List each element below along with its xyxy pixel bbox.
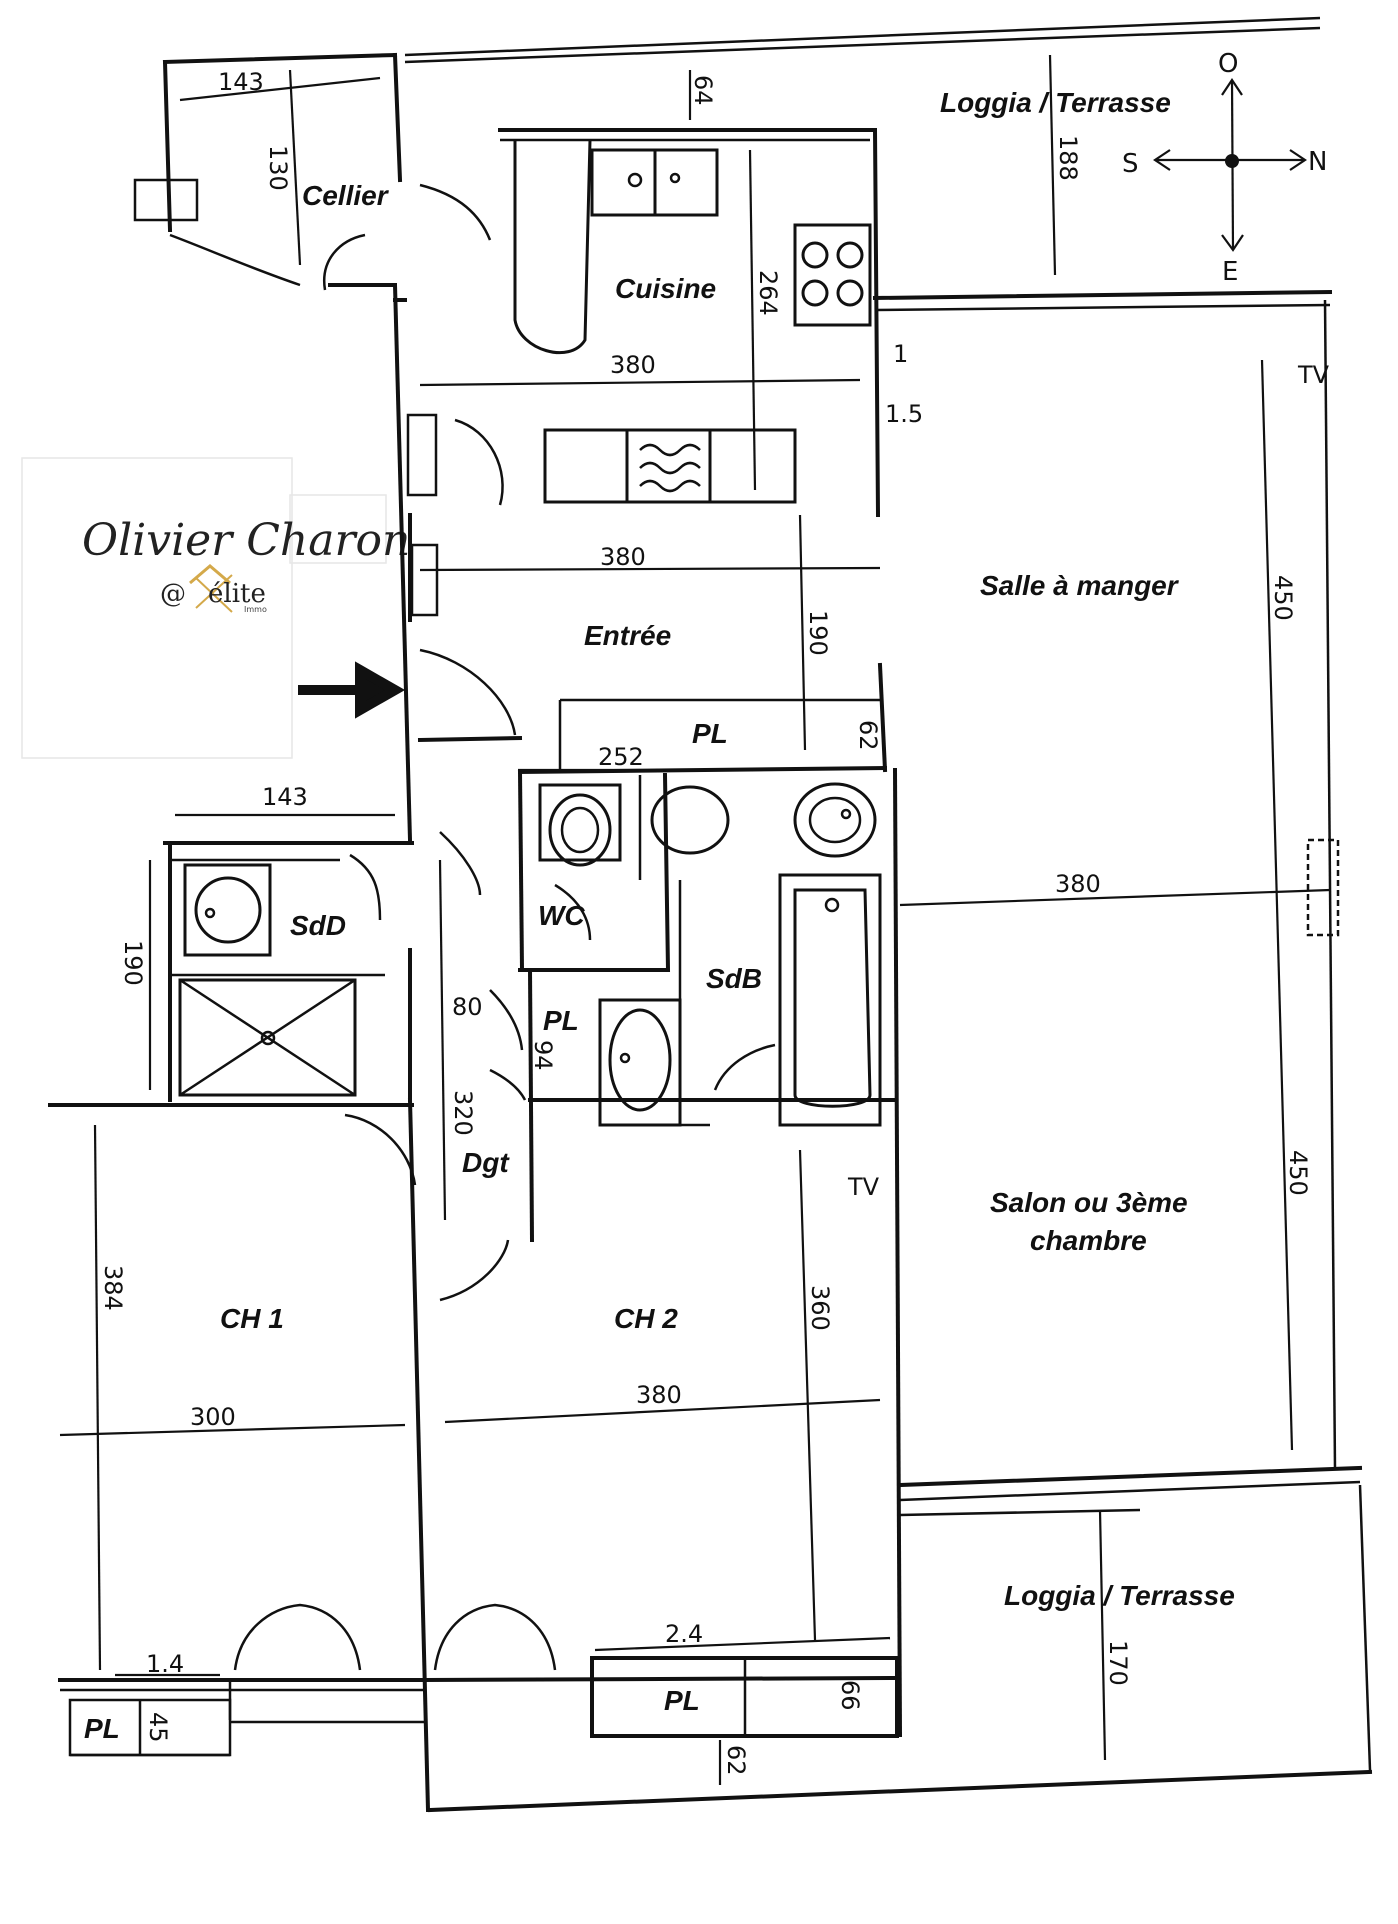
room-label-cuisine: Cuisine: [615, 273, 716, 304]
dim-loggia-top-gap: 64: [689, 75, 717, 106]
entry-arrow-icon: [298, 661, 406, 719]
room-label-cellier: Cellier: [302, 180, 390, 211]
room-label-ch2: CH 2: [614, 1303, 678, 1334]
dim-cuisine-width: 380: [610, 351, 656, 379]
dim-loggia-bottom-depth: 170: [1104, 1640, 1132, 1686]
compass-south-label: S: [1122, 149, 1139, 179]
logo-brand-sub: Immo: [244, 605, 267, 614]
room-label-ch1: CH 1: [220, 1303, 284, 1334]
outlet-labels: TV TV: [847, 361, 1340, 1201]
dim-ch1-pl-width: 1.4: [146, 1650, 184, 1678]
dim-ch2-width: 380: [636, 1381, 682, 1409]
logo-brand-prefix: @: [160, 579, 186, 609]
room-label-entree: Entrée: [584, 620, 671, 651]
dim-pl-entree-width: 252: [598, 743, 644, 771]
bathroom-fixtures: [178, 782, 882, 1127]
dim-ch1-pl-depth: 45: [144, 1712, 172, 1743]
tv-outlet-label-1: TV: [1297, 361, 1330, 389]
dim-ch1-depth: 384: [99, 1265, 127, 1311]
compass-east-label: E: [1222, 257, 1238, 287]
compass: N S E O: [1122, 49, 1327, 287]
sdd-sink: [183, 863, 272, 957]
room-label-dgt: Dgt: [462, 1147, 510, 1178]
walls: [48, 16, 1373, 1813]
dim-loggia-bottom-gap: 62: [722, 1745, 750, 1776]
room-labels: Loggia / Terrasse Cellier Cuisine Salle …: [84, 87, 1235, 1744]
dim-salon-width: 380: [1055, 870, 1101, 898]
dim-cuisine-small-2: 1.5: [885, 400, 923, 428]
bathtub: [778, 873, 882, 1127]
dim-entree-width: 380: [600, 543, 646, 571]
room-label-pl-ch2: PL: [664, 1685, 700, 1716]
dim-ch2-pl-depth: 66: [836, 1680, 864, 1711]
dim-salon-depth: 450: [1284, 1150, 1312, 1196]
room-label-sdb: SdB: [706, 963, 762, 994]
dim-dgt-length: 320: [449, 1090, 477, 1136]
room-label-loggia-top: Loggia / Terrasse: [940, 87, 1171, 118]
sdb-sink-2: [793, 782, 877, 858]
logo-brand: élite: [208, 579, 266, 609]
wc-toilet: [538, 783, 622, 862]
dim-pl-entree-depth: 62: [854, 720, 882, 751]
room-label-salle-a-manger: Salle à manger: [980, 570, 1180, 601]
shower-tray: [178, 978, 357, 1097]
dim-cellier-depth: 130: [264, 145, 292, 191]
dimension-lines: [59, 54, 1331, 1785]
room-label-pl-entree: PL: [692, 718, 728, 749]
dim-ch2-pl-width: 2.4: [665, 1620, 703, 1648]
dim-cuisine-small-1: 1: [893, 340, 908, 368]
room-label-salon-line1: Salon ou 3ème: [990, 1187, 1188, 1218]
sdb-sink-1: [650, 785, 730, 855]
room-label-pl-ch1: PL: [84, 1713, 120, 1744]
dim-cellier-width: 143: [218, 68, 264, 96]
dim-sdd-depth: 190: [119, 940, 147, 986]
dim-cuisine-depth: 264: [754, 270, 782, 316]
dim-entree-depth: 190: [804, 610, 832, 656]
dim-ch1-width: 300: [190, 1403, 236, 1431]
tv-outlet-label-2: TV: [847, 1173, 880, 1201]
dim-dgt-pl-depth: 94: [529, 1040, 557, 1071]
logo-name: Olivier Charon: [82, 515, 410, 566]
compass-west-label: O: [1218, 49, 1238, 79]
hob-burner: [801, 241, 829, 269]
room-label-wc: WC: [538, 900, 585, 931]
dim-sdd-width: 143: [262, 783, 308, 811]
dim-ch2-depth: 360: [806, 1285, 834, 1331]
compass-north-label: N: [1308, 147, 1327, 177]
dim-loggia-top-depth: 188: [1054, 135, 1082, 181]
doors: [233, 183, 776, 1671]
room-label-salon-line2: chambre: [1030, 1225, 1147, 1256]
logo: Olivier Charon @ élite Immo: [21, 457, 410, 759]
kitchen-fixtures: [406, 139, 872, 617]
room-label-pl-dgt: PL: [543, 1005, 579, 1036]
room-label-loggia-bottom: Loggia / Terrasse: [1004, 1580, 1235, 1611]
dim-dgt-width: 80: [452, 993, 483, 1021]
dim-salle-depth: 450: [1269, 575, 1297, 621]
sdb-vanity: [598, 998, 682, 1127]
dimension-labels: 143 130 64 188 380 264 1 1.5 380 190 62 …: [99, 68, 1312, 1776]
room-label-sdd: SdD: [290, 910, 346, 941]
